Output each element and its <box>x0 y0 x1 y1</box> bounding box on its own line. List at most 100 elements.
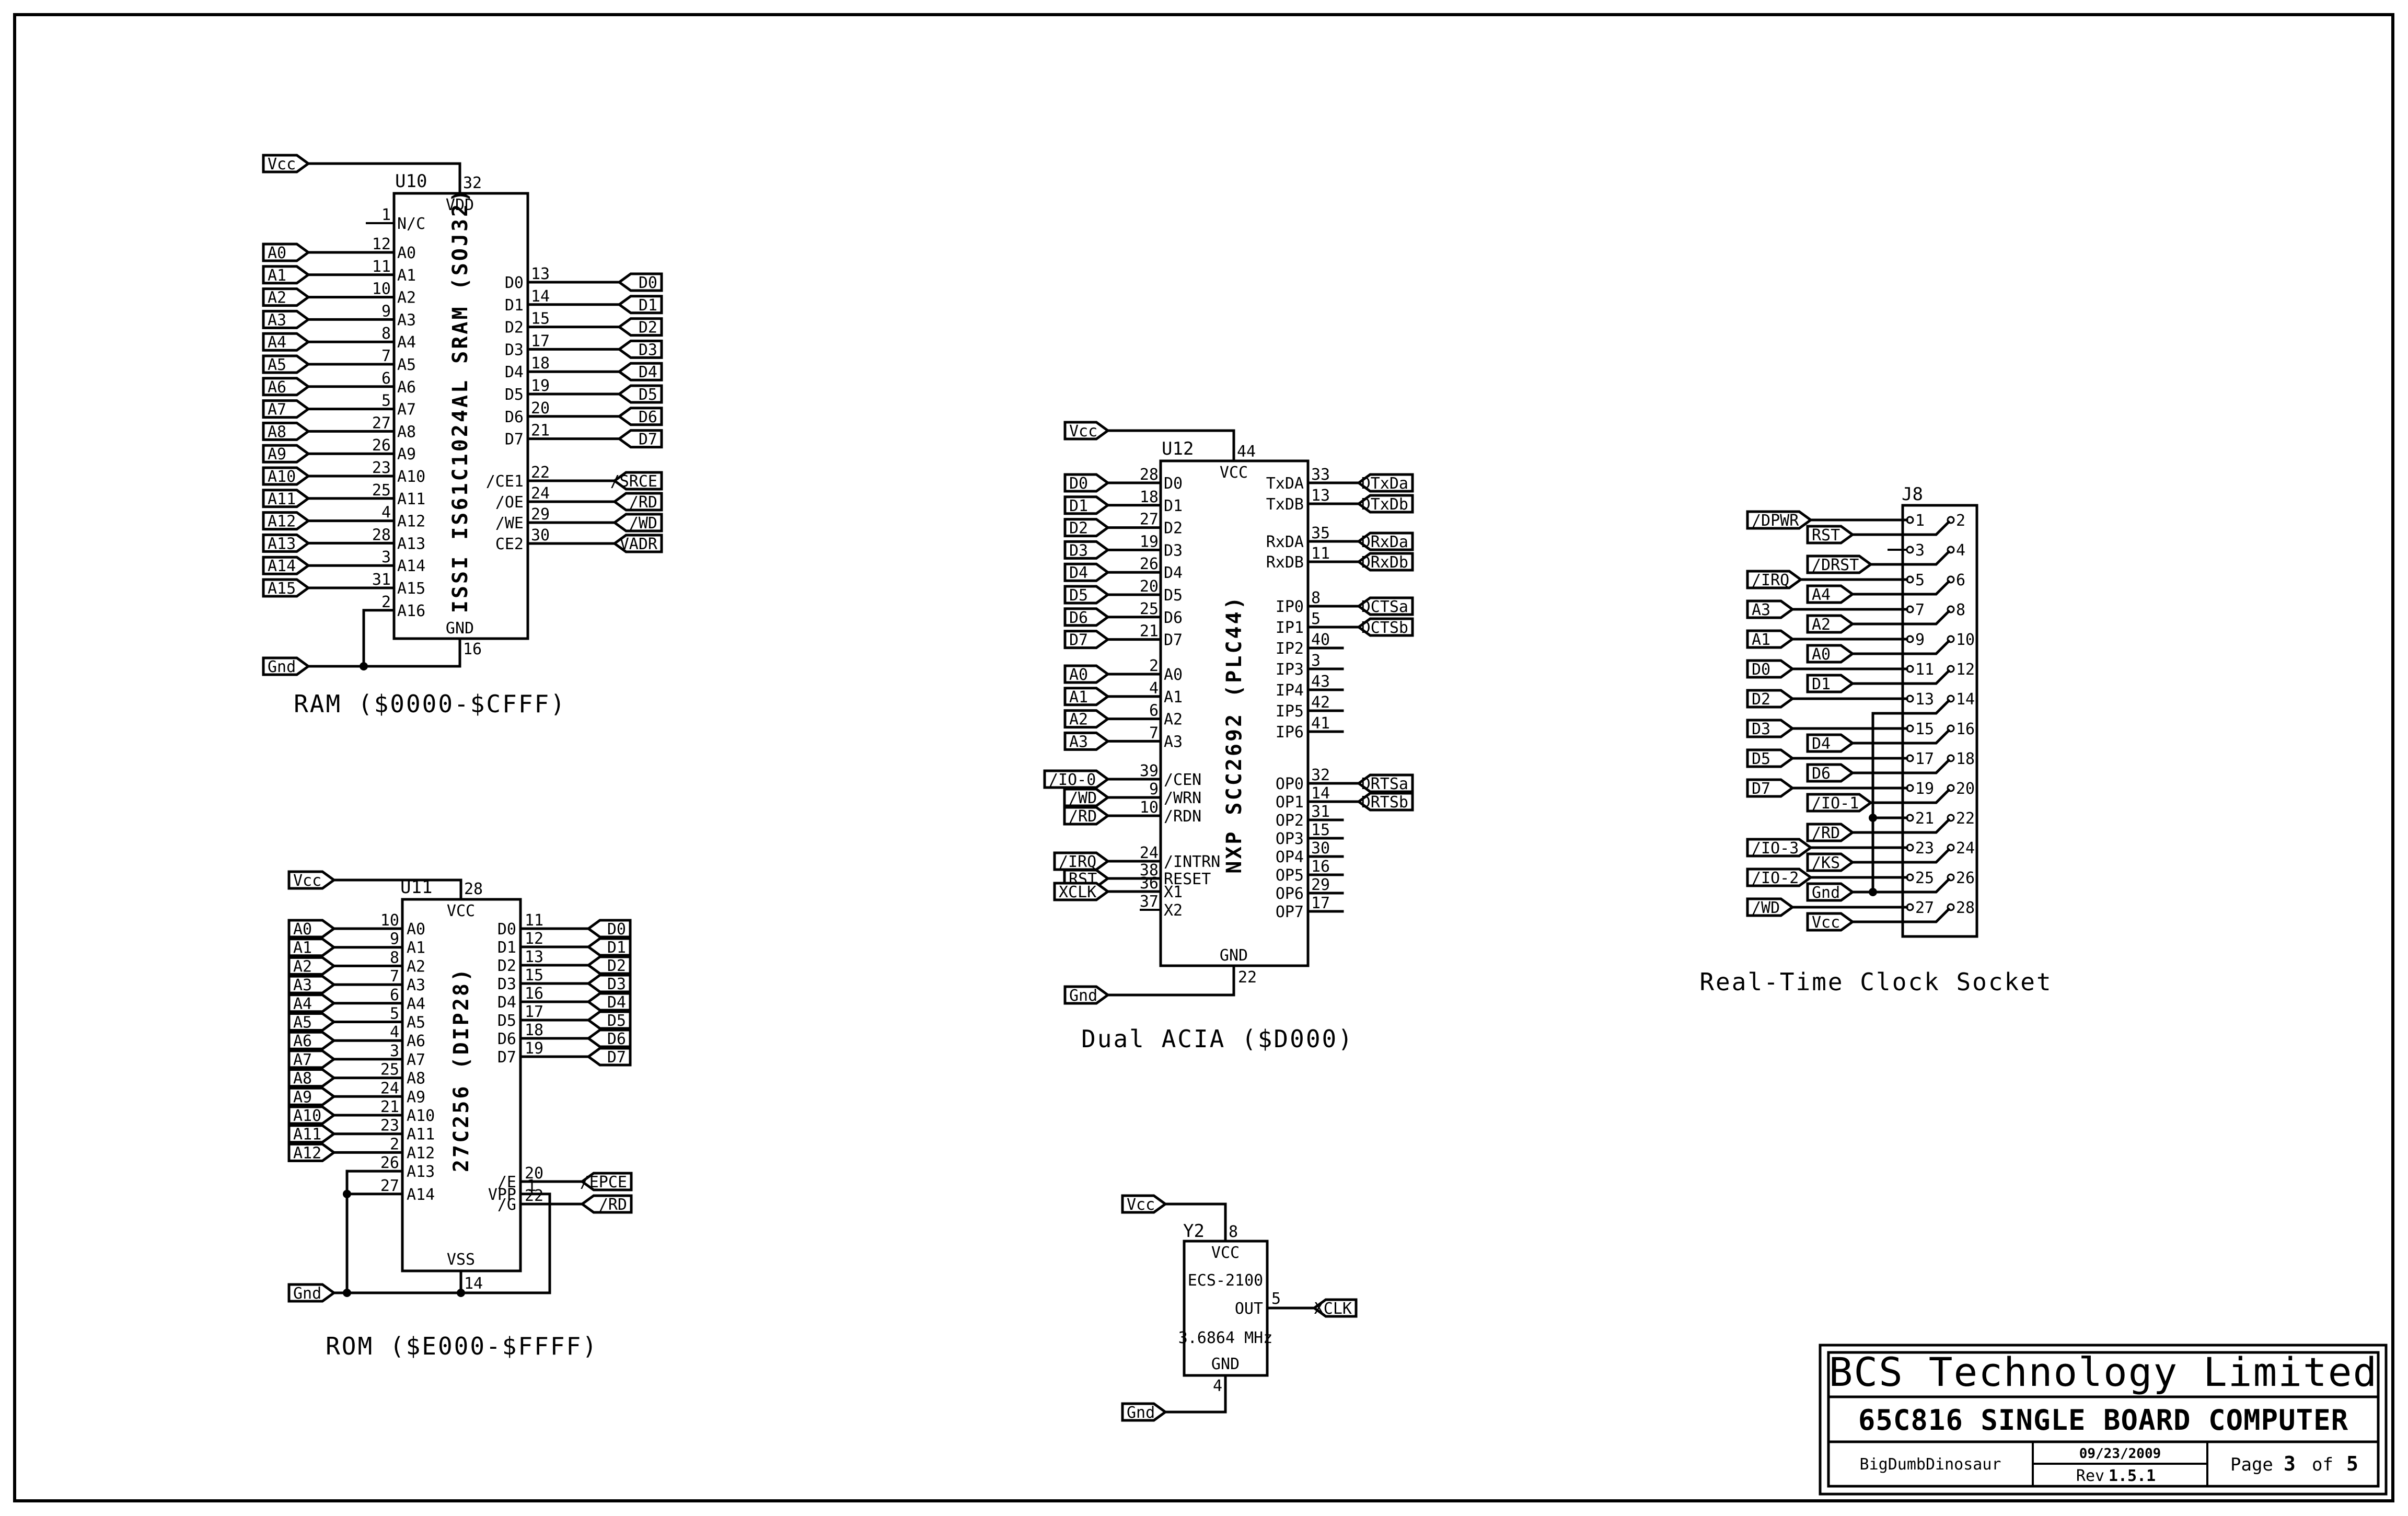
ram-a16-wire <box>362 609 396 668</box>
net-flag: A3 <box>1746 599 1795 619</box>
net-flag-shape <box>1746 748 1795 768</box>
pin-number: 18 <box>531 354 550 373</box>
net-flag-label: DCTSb <box>1361 619 1408 637</box>
ram-part-name: ISSI IS61C1024AL SRAM (SOJ32) <box>448 188 472 613</box>
net-flag-shape <box>1806 525 1855 545</box>
pin-number: 22 <box>525 1187 543 1205</box>
net-flag-label: /RD <box>1069 807 1097 826</box>
pin-name: A12 <box>397 513 425 531</box>
net-flag-label: D2 <box>1752 690 1770 709</box>
net-flag: DRxDb <box>1356 552 1414 572</box>
net-flag: /EPCE <box>580 1172 633 1191</box>
pin-name: VDD <box>446 196 474 214</box>
net-flag: VADR <box>612 534 663 553</box>
net-flag-label: A4 <box>1812 586 1831 604</box>
rtc-even-wire <box>1869 788 1951 804</box>
pin-name: X1 <box>1164 883 1183 901</box>
net-flag-label: /SRCE <box>610 472 657 491</box>
pin-name: A7 <box>407 1051 425 1069</box>
pin-name: D6 <box>497 1030 516 1048</box>
net-flag-shape <box>1806 584 1855 604</box>
net-flag-label: A2 <box>293 957 312 976</box>
net-flag-label: A8 <box>268 423 286 441</box>
pin-number: 15 <box>1915 720 1934 738</box>
pin-number: 25 <box>380 1061 399 1079</box>
pin-name: A0 <box>407 920 425 939</box>
pin-number: 27 <box>1140 511 1159 529</box>
pin-name: A14 <box>407 1186 435 1204</box>
pin-name: A4 <box>397 333 416 352</box>
pin-number: 18 <box>525 1021 543 1039</box>
pin-name: A1 <box>397 267 416 285</box>
pin-name: A2 <box>397 289 416 307</box>
page-number: 3 <box>2284 1452 2296 1475</box>
net-flag-shape <box>1356 792 1414 812</box>
net-flag-label: D4 <box>1812 735 1831 753</box>
pin-number: 21 <box>531 422 550 440</box>
pin-name: D3 <box>1164 541 1183 560</box>
net-flag-label: A2 <box>268 289 286 307</box>
pin-name: /WE <box>495 514 524 533</box>
net-flag-label: Gnd <box>293 1284 321 1303</box>
pin-number: 23 <box>380 1117 399 1135</box>
net-flag-shape <box>287 956 337 976</box>
net-flag-shape <box>1746 510 1813 530</box>
net-flag: A5 <box>287 1012 337 1032</box>
net-flag: A7 <box>262 399 311 419</box>
net-flag: A2 <box>287 956 337 976</box>
pin-number: 28 <box>372 526 391 544</box>
net-flag: /DPWR <box>1746 510 1813 530</box>
pin-name: OP6 <box>1276 885 1304 903</box>
net-flag-label: Vcc <box>268 155 296 173</box>
pin-number: 43 <box>1311 673 1330 691</box>
net-flag-label: /IO-1 <box>1812 794 1859 813</box>
pin-number: 16 <box>463 640 482 658</box>
pin-number: 31 <box>372 571 391 589</box>
pin-name: N/C <box>397 215 425 233</box>
pin-name: D2 <box>505 319 524 337</box>
net-flag-shape <box>262 354 311 374</box>
rtc-even-wire <box>1851 907 1951 923</box>
pin-name: /CEN <box>1164 771 1201 789</box>
net-flag: Gnd <box>287 1283 337 1303</box>
pin-name: D2 <box>497 957 516 975</box>
pin-name: D4 <box>497 993 516 1012</box>
osc-vcc-wire <box>1164 1202 1227 1243</box>
net-flag-label: Gnd <box>1127 1404 1155 1422</box>
pin-number: 18 <box>1140 488 1159 506</box>
pin-name: RxDB <box>1266 553 1304 572</box>
pin-number: 27 <box>372 414 391 432</box>
pin-name: VCC <box>1211 1244 1240 1262</box>
pin-number: 12 <box>372 235 391 253</box>
net-flag-label: XCLK <box>1314 1300 1352 1318</box>
net-flag: A9 <box>287 1086 337 1106</box>
net-flag-shape <box>287 1031 337 1050</box>
net-flag-shape <box>1806 852 1855 872</box>
pin-number: 13 <box>531 265 550 283</box>
pin-number: 6 <box>1149 702 1159 720</box>
net-flag: D2 <box>617 317 663 337</box>
net-flag-label: XCLK <box>1059 883 1096 901</box>
net-flag: A1 <box>1746 629 1795 649</box>
pin-name: A1 <box>407 939 425 957</box>
net-flag: D2 <box>1063 518 1110 538</box>
net-flag: DRxDa <box>1356 531 1414 551</box>
pin-number: 4 <box>1149 679 1159 698</box>
rtc-even-wire <box>1851 758 1951 774</box>
pin-name: A3 <box>397 311 416 329</box>
pin-name: A6 <box>397 378 416 397</box>
net-flag-shape <box>612 492 663 512</box>
net-flag-shape <box>1121 1194 1168 1214</box>
net-flag-shape <box>262 578 311 598</box>
net-flag-label: /RD <box>599 1196 627 1214</box>
pin-name: A4 <box>407 995 425 1013</box>
sheet-border <box>13 13 2394 1502</box>
net-flag: D5 <box>617 384 663 404</box>
net-flag-shape <box>287 1105 337 1125</box>
pin-number: 25 <box>1140 600 1159 618</box>
net-flag: D2 <box>1746 689 1795 709</box>
pin-number: 28 <box>1956 899 1975 917</box>
net-flag-shape <box>1063 495 1110 515</box>
